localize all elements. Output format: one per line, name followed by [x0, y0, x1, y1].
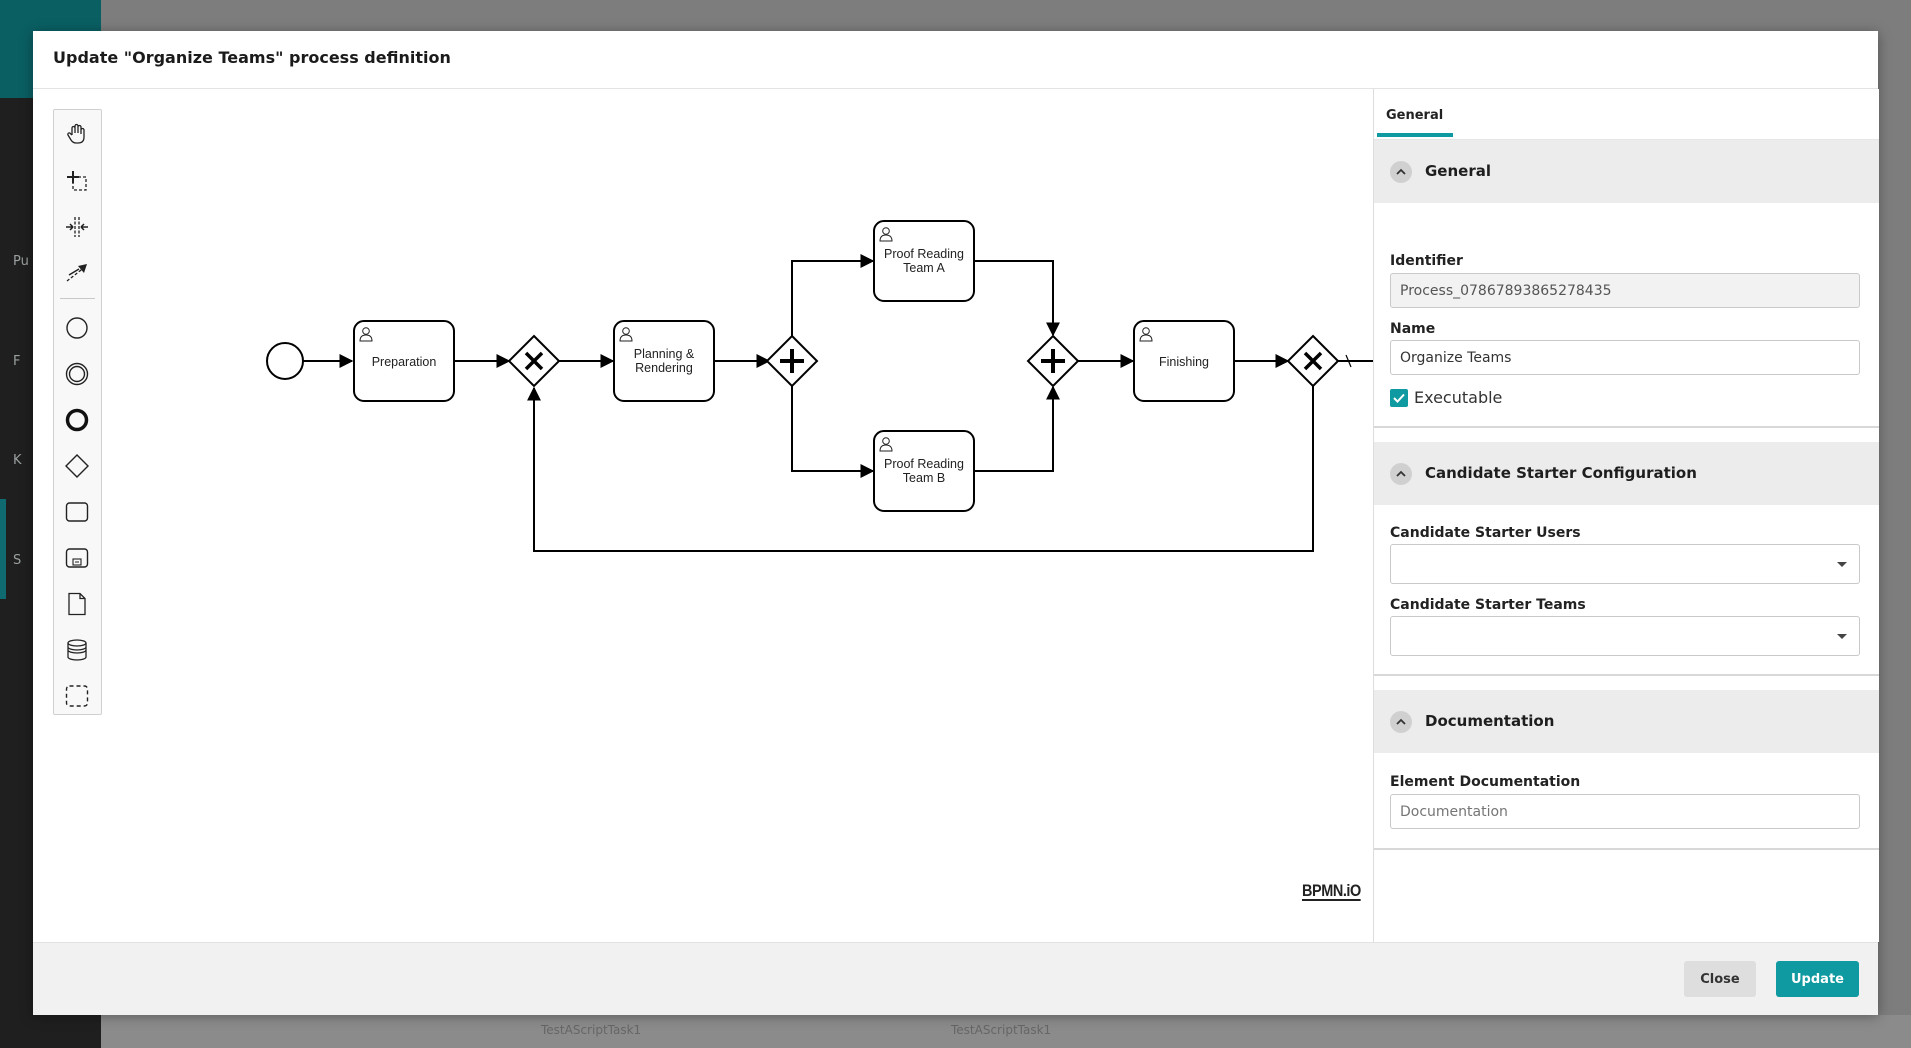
- bpmn-palette: [53, 109, 102, 715]
- task-planning-rendering[interactable]: [613, 320, 715, 402]
- bpmn-io-logo[interactable]: BPMN.iO: [1302, 881, 1361, 901]
- panel-tabs: General: [1374, 89, 1879, 140]
- subprocess-icon[interactable]: [65, 546, 89, 570]
- element-documentation-input[interactable]: [1390, 794, 1860, 829]
- executable-checkbox[interactable]: [1390, 389, 1408, 407]
- section-divider: [1374, 674, 1879, 676]
- group-title: Candidate Starter Configuration: [1425, 464, 1697, 482]
- identifier-label: Identifier: [1390, 253, 1463, 269]
- task-proof-reading-team-b[interactable]: [873, 430, 975, 512]
- process-definition-modal: Update "Organize Teams" process definiti…: [33, 31, 1879, 1015]
- hand-tool-icon[interactable]: [65, 122, 89, 146]
- candidate-users-label: Candidate Starter Users: [1390, 525, 1581, 541]
- caret-down-icon: [1837, 562, 1847, 567]
- space-tool-icon[interactable]: [65, 215, 89, 239]
- app-sidebar-item: S: [13, 553, 22, 568]
- task-finishing[interactable]: [1133, 320, 1235, 402]
- group-icon[interactable]: [65, 684, 89, 708]
- background-table-row: TestAScriptTask1 TestAScriptTask1: [101, 1015, 1911, 1048]
- caret-down-icon: [1837, 634, 1847, 639]
- parallel-gateway-join[interactable]: [1026, 334, 1080, 388]
- end-event-icon[interactable]: [65, 408, 89, 432]
- task-label: Rendering: [635, 361, 693, 375]
- parallel-gateway-split[interactable]: [765, 334, 819, 388]
- executable-label: Executable: [1414, 388, 1503, 407]
- data-store-icon[interactable]: [65, 638, 89, 662]
- background-cell: TestAScriptTask1: [541, 1023, 642, 1037]
- name-input[interactable]: [1390, 340, 1860, 375]
- task-label: Planning &: [634, 347, 695, 361]
- start-event[interactable]: [266, 342, 304, 380]
- check-icon: [1393, 393, 1405, 403]
- modal-title: Update "Organize Teams" process definiti…: [53, 48, 451, 67]
- update-button[interactable]: Update: [1776, 961, 1859, 997]
- task-label: Finishing: [1159, 355, 1209, 369]
- group-general-header[interactable]: General: [1374, 140, 1879, 203]
- identifier-input[interactable]: [1390, 273, 1860, 308]
- close-button[interactable]: Close: [1684, 961, 1756, 997]
- task-preparation[interactable]: [353, 320, 455, 402]
- task-label: Team B: [903, 471, 945, 485]
- palette-separator: [60, 298, 95, 299]
- bpmn-canvas[interactable]: Preparation Planning & Rendering Proof R…: [33, 89, 1373, 942]
- exclusive-gateway[interactable]: [507, 334, 561, 388]
- app-sidebar-item: K: [13, 453, 22, 468]
- global-connect-tool-icon[interactable]: [65, 261, 89, 285]
- app-sidebar-active-indicator: [0, 499, 6, 599]
- task-proof-reading-team-a[interactable]: [873, 220, 975, 302]
- task-label: Preparation: [372, 355, 437, 369]
- gateway-icon[interactable]: [65, 454, 89, 478]
- candidate-teams-label: Candidate Starter Teams: [1390, 597, 1586, 613]
- name-label: Name: [1390, 321, 1436, 337]
- task-label: Proof Reading: [884, 247, 964, 261]
- modal-header: Update "Organize Teams" process definiti…: [33, 31, 1878, 89]
- group-title: Documentation: [1425, 712, 1555, 730]
- exclusive-gateway-loop[interactable]: [1286, 334, 1340, 388]
- task-label: Proof Reading: [884, 457, 964, 471]
- lasso-tool-icon[interactable]: [65, 169, 89, 193]
- section-divider: [1374, 848, 1879, 850]
- modal-footer: Close Update: [33, 942, 1878, 1015]
- task-label: Team A: [903, 261, 945, 275]
- element-documentation-label: Element Documentation: [1390, 774, 1581, 790]
- chevron-up-icon[interactable]: [1390, 463, 1412, 485]
- group-title: General: [1425, 162, 1491, 180]
- properties-panel: General General Identifier Name Executab…: [1373, 89, 1879, 942]
- section-divider: [1374, 426, 1879, 428]
- chevron-up-icon[interactable]: [1390, 711, 1412, 733]
- group-documentation-header[interactable]: Documentation: [1374, 690, 1879, 753]
- group-candidate-header[interactable]: Candidate Starter Configuration: [1374, 442, 1879, 505]
- bpmn-diagram[interactable]: Preparation Planning & Rendering Proof R…: [33, 89, 1373, 942]
- start-event-icon[interactable]: [65, 316, 89, 340]
- candidate-teams-select[interactable]: [1390, 616, 1860, 656]
- task-icon[interactable]: [65, 500, 89, 524]
- chevron-up-icon[interactable]: [1390, 161, 1412, 183]
- active-tab-indicator: [1377, 133, 1453, 137]
- app-sidebar-item: F: [13, 354, 21, 369]
- app-sidebar-item: Pu: [13, 254, 29, 269]
- candidate-users-select[interactable]: [1390, 544, 1860, 584]
- tab-general[interactable]: General: [1386, 108, 1444, 123]
- data-object-icon[interactable]: [65, 592, 89, 616]
- background-cell: TestAScriptTask1: [951, 1023, 1052, 1037]
- intermediate-event-icon[interactable]: [65, 362, 89, 386]
